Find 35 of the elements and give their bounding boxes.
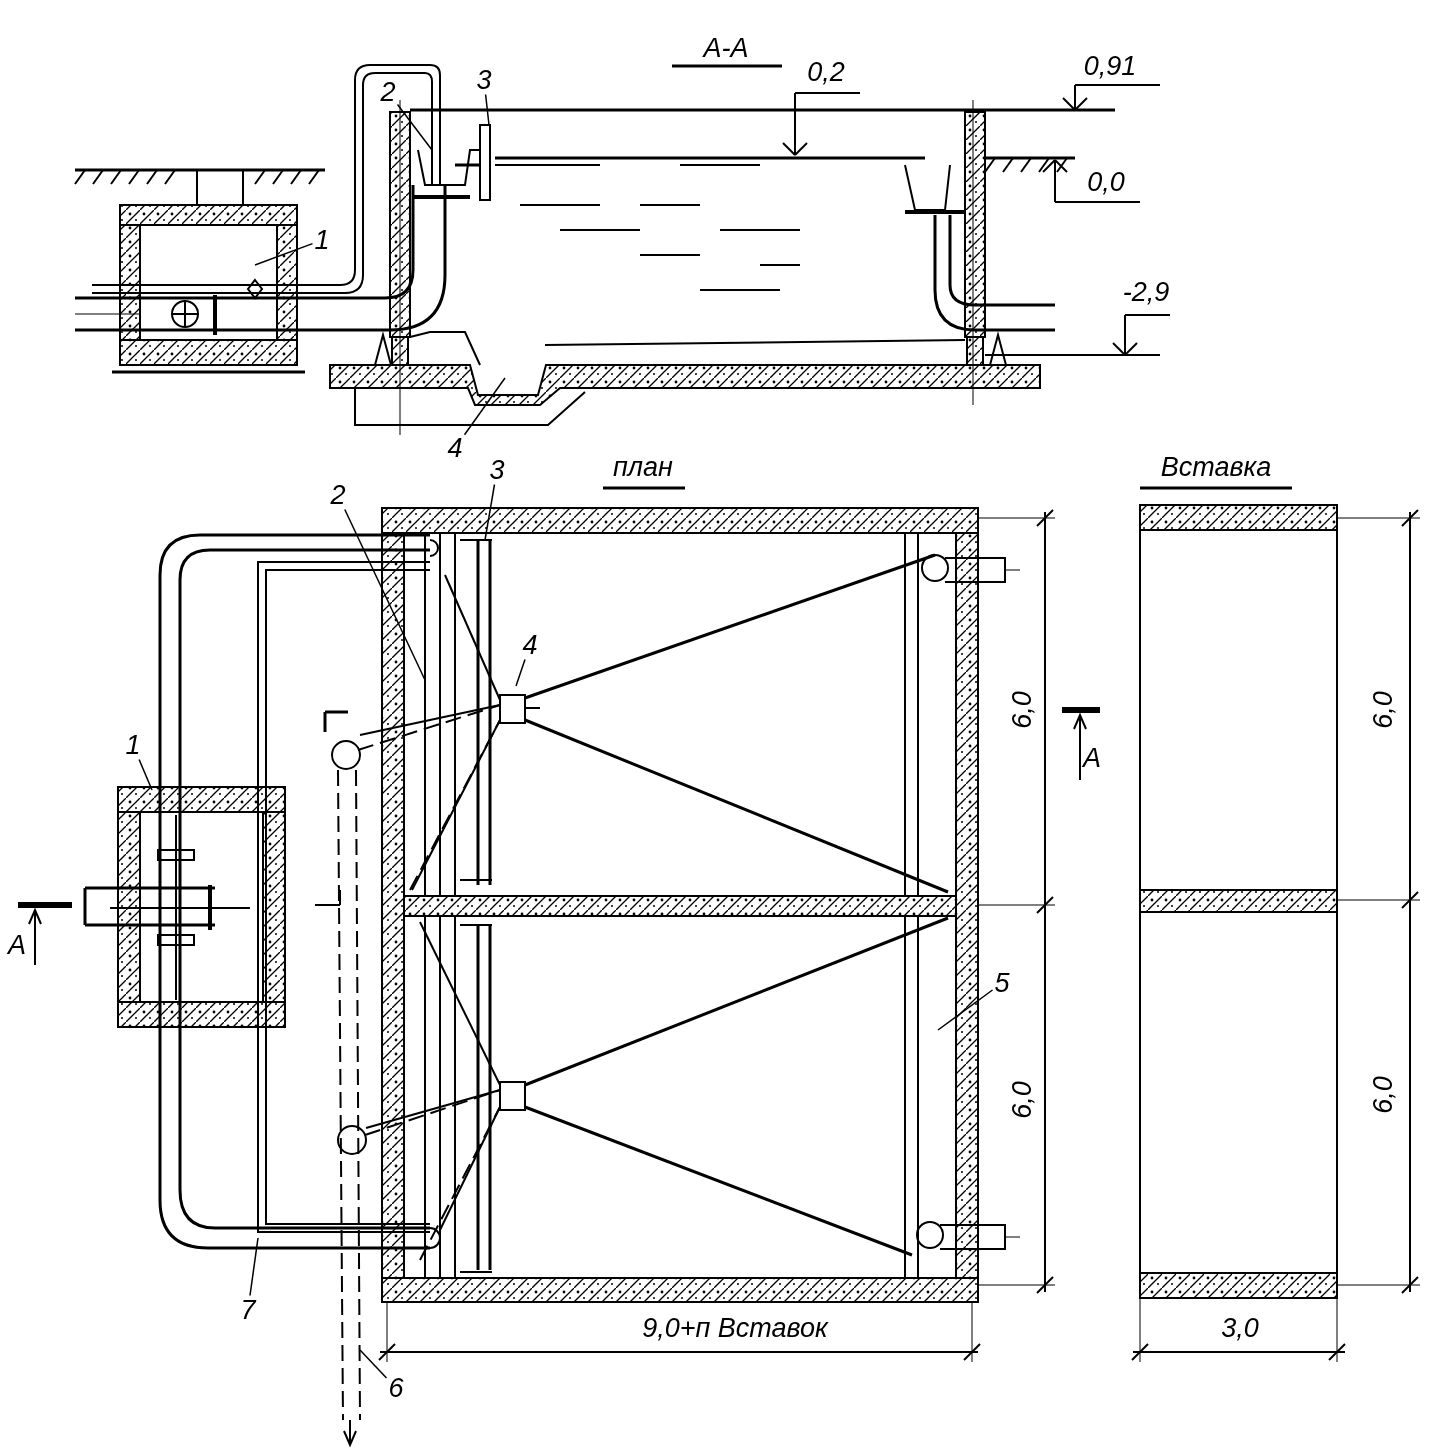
callout-number: 2 xyxy=(328,480,348,510)
leader-line xyxy=(484,483,496,541)
dimension-value: 6,0 xyxy=(1007,690,1037,731)
leader-line xyxy=(515,658,526,687)
callout-number: 4 xyxy=(520,630,540,660)
callout-number: 5 xyxy=(992,968,1012,998)
callout-number: 4 xyxy=(445,433,465,463)
callout-number: 1 xyxy=(312,225,332,255)
section-letter: А xyxy=(1081,743,1102,773)
dimension-value: 6,0 xyxy=(1007,1080,1037,1121)
dimension-value: 6,0 xyxy=(1368,1075,1398,1116)
level-mark: 0,2 xyxy=(806,57,846,87)
callout-number: 1 xyxy=(123,730,143,760)
dimension-value: 9,0+п Вставок xyxy=(641,1313,830,1343)
level-mark: 0,91 xyxy=(1082,51,1138,81)
callout-number: 3 xyxy=(487,455,507,485)
leader-line xyxy=(344,508,426,681)
view-title: план xyxy=(612,452,674,482)
leader-line xyxy=(249,1237,259,1297)
view-title: Вставка xyxy=(1159,452,1273,482)
dimension-value: 6,0 xyxy=(1368,690,1398,731)
callout-number: 6 xyxy=(386,1373,406,1403)
dimension-value: 3,0 xyxy=(1220,1313,1260,1343)
view-title: А-А xyxy=(701,33,750,63)
leader-line xyxy=(138,758,153,791)
leader-line xyxy=(463,377,506,436)
leader-line xyxy=(396,103,433,151)
leader-line xyxy=(359,1349,388,1379)
callout-number: 3 xyxy=(474,65,494,95)
leader-line xyxy=(484,93,490,126)
callout-number: 7 xyxy=(238,1295,258,1325)
callout-number: 2 xyxy=(378,77,398,107)
section-letter: А xyxy=(6,930,27,960)
level-mark: 0,0 xyxy=(1086,167,1126,197)
level-mark: -2,9 xyxy=(1121,277,1171,307)
